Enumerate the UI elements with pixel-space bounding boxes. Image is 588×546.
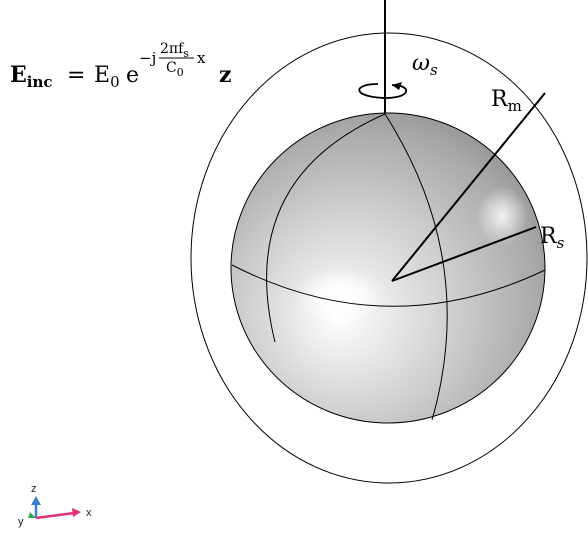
sphere-meridian-front: [384, 113, 448, 421]
rotation-arrow-icon: [358, 82, 408, 99]
sphere-radius-line: [391, 226, 537, 282]
outer-radius-label: Rm: [491, 87, 522, 115]
equation-frac-numerator: 2πfs: [160, 41, 189, 60]
equation-equals: =: [67, 63, 85, 88]
sphere: [230, 112, 546, 424]
sphere-highlight-secondary: [476, 186, 528, 246]
equation-amplitude: E0: [94, 63, 120, 91]
triad-y-label: y: [18, 516, 24, 528]
triad-z-arrowhead-icon: [31, 496, 41, 505]
equation-direction: z: [219, 62, 232, 88]
rotation-label: ωs: [412, 51, 438, 79]
outer-radius-line: [391, 92, 546, 282]
sphere-equator: [231, 264, 546, 307]
incident-field-equation: Einc = E0 e −j 2πfs C0 x z: [10, 41, 232, 91]
sphere-radius-label: Rs: [540, 224, 565, 252]
coordinate-triad: z y x: [18, 483, 92, 528]
equation-exp-var: x: [197, 49, 206, 67]
triad-x-axis: [35, 511, 75, 520]
equation-exp-sign: −j: [139, 49, 156, 67]
outer-boundary: [190, 32, 588, 484]
sphere-meridian-side: [266, 113, 386, 343]
triad-x-label: x: [86, 507, 92, 519]
sphere-highlight-main: [296, 268, 384, 324]
triad-y-axis: [28, 512, 36, 518]
equation-base: e: [126, 63, 139, 88]
equation-frac-denominator: C0: [166, 60, 184, 79]
triad-x-arrowhead-icon: [72, 508, 81, 517]
equation-lhs: Einc: [10, 62, 53, 91]
triad-z-label: z: [31, 483, 37, 495]
